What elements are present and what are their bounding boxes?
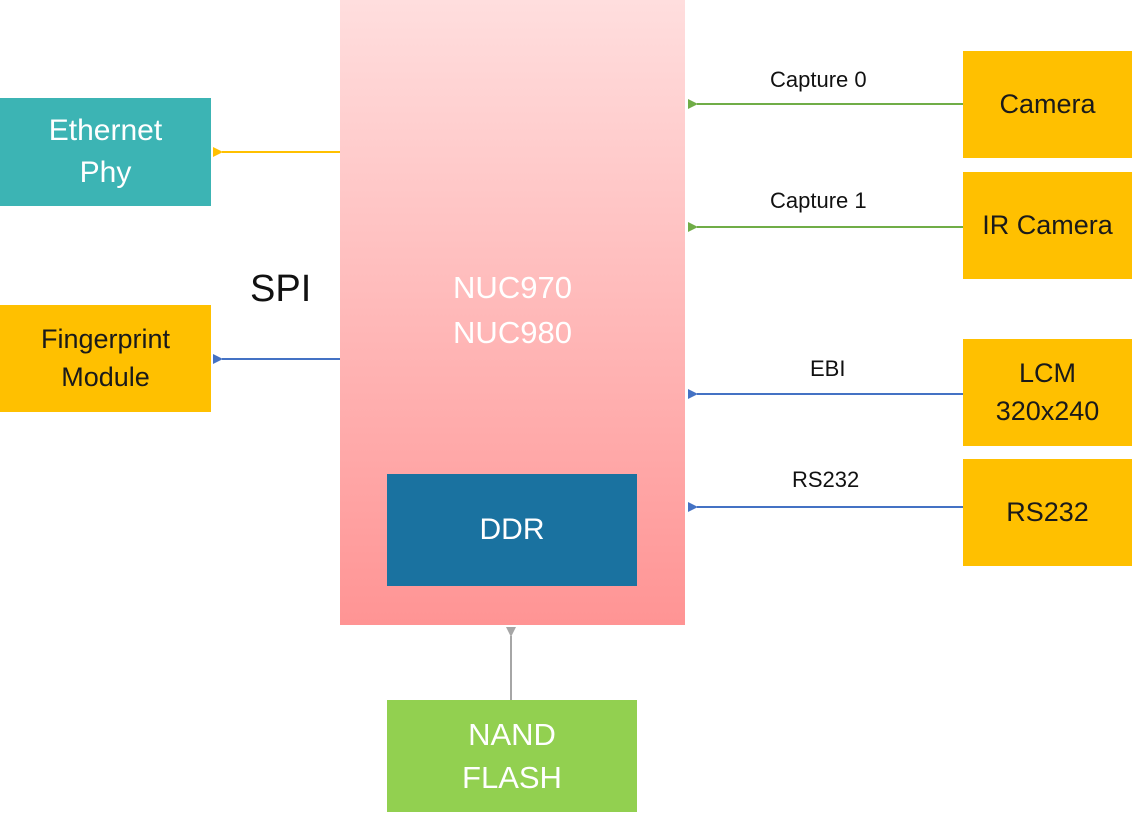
camera-label: Camera — [999, 88, 1096, 119]
capture0-label: Capture 0 — [770, 67, 867, 92]
ddr-label: DDR — [479, 513, 545, 546]
spi-label: SPI — [250, 268, 312, 310]
rs232-connection-label: RS232 — [792, 467, 860, 492]
nand-flash-label: NAND FLASH — [462, 716, 562, 795]
nand-flash-block: NAND FLASH — [387, 700, 637, 812]
fingerprint-module-block: Fingerprint Module — [0, 305, 211, 412]
rs232-block-label: RS232 — [1006, 496, 1089, 527]
chip-name-line1: NUC970 — [453, 270, 572, 305]
ethernet-phy-block: Ethernet Phy — [0, 98, 211, 206]
lcm-label: LCM 320x240 — [995, 357, 1100, 426]
ir-camera-block: IR Camera — [963, 172, 1132, 279]
chip-name-line2: NUC980 — [453, 314, 572, 350]
lcm-block: LCM 320x240 — [963, 339, 1132, 446]
ir-camera-label: IR Camera — [982, 209, 1113, 240]
ebi-label: EBI — [810, 356, 846, 381]
rs232-block: RS232 — [963, 459, 1132, 566]
camera-block: Camera — [963, 51, 1132, 158]
fingerprint-module-label: Fingerprint Module — [40, 323, 171, 392]
ethernet-phy-label: Ethernet Phy — [48, 114, 163, 189]
capture1-label: Capture 1 — [770, 188, 867, 213]
ddr-block: DDR — [387, 474, 637, 586]
